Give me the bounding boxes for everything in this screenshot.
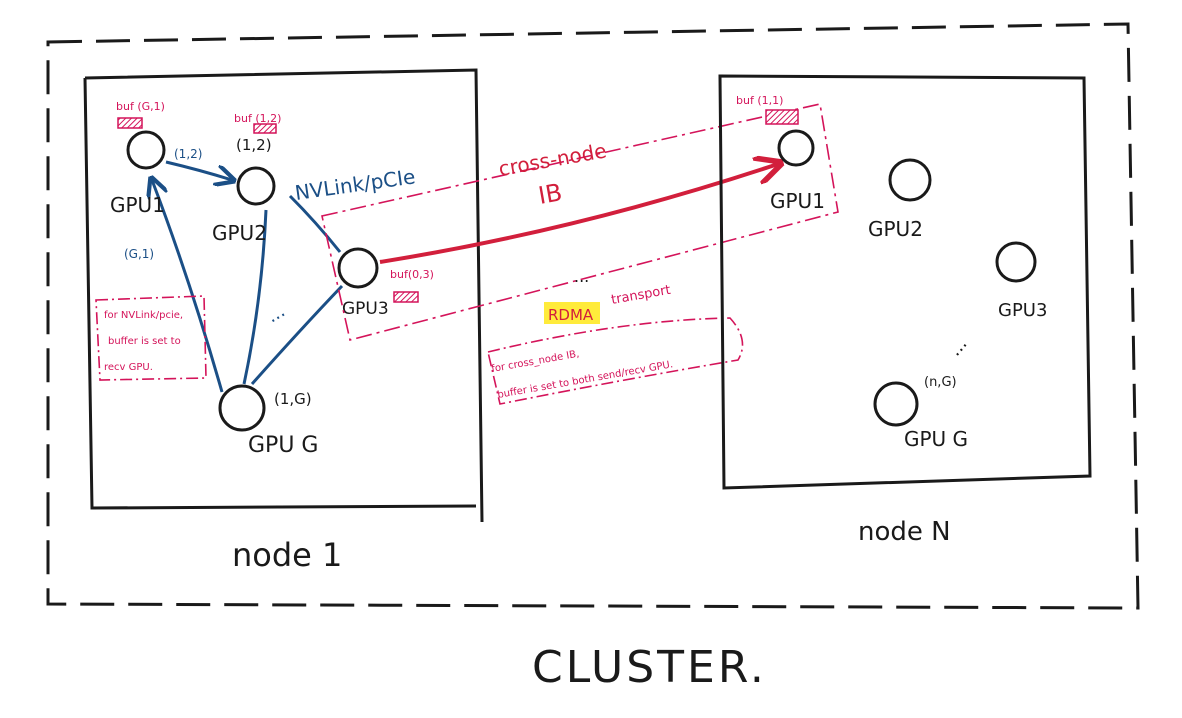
edge-label-g-1: (G,1) — [124, 247, 154, 261]
transport-label: transport — [610, 283, 672, 308]
node-1-gpu2-label: GPU2 — [212, 221, 267, 245]
node-n-gpug-label: GPU G — [904, 427, 968, 451]
node-1-gpug-label: GPU G — [248, 433, 318, 458]
rdma-label: RDMA — [548, 306, 594, 324]
edge-gpu2-gpu3 — [288, 194, 342, 253]
node-1-gpu3-buf-icon — [393, 291, 419, 303]
node-n-label: node N — [858, 517, 951, 547]
node-1-box — [83, 68, 484, 523]
node-1-gpug-coord: (1,G) — [274, 390, 312, 408]
ib-note-box — [487, 317, 744, 405]
node-1-gpu2-circle — [236, 166, 276, 206]
ib-arrow — [379, 164, 778, 264]
node-n-gpu3-label: GPU3 — [998, 300, 1047, 321]
node-1-gpu3-circle — [337, 247, 379, 289]
node-n-gpug-coord: (n,G) — [924, 375, 957, 390]
node-1-gpu1-buf-label: buf (G,1) — [116, 100, 165, 113]
node-1-gpu1-circle — [126, 130, 166, 170]
node-n-gpu2-label: GPU2 — [868, 217, 923, 241]
rdma-highlight — [544, 302, 600, 324]
edge-gpug-gpu3 — [250, 284, 344, 385]
edge-gpu1-gpu2 — [165, 160, 232, 180]
cross-node-region — [321, 103, 839, 341]
ib-label: IB — [536, 178, 564, 210]
node-1-gpu1-buf-icon — [117, 117, 143, 129]
node-n-gpu3-circle — [995, 241, 1037, 283]
node-n-gpu2-circle — [888, 158, 932, 202]
cluster-boundary — [46, 22, 1140, 610]
nvlink-note-box — [95, 295, 207, 381]
edge-ellipsis: ... — [263, 301, 288, 328]
edge-gpug-gpu1 — [152, 180, 224, 393]
ib-note-line-1: for cross_node IB, — [491, 349, 581, 375]
node-n-ellipsis: ... — [944, 334, 971, 361]
node-n-gpu1-circle — [777, 129, 815, 167]
node-1-gpu2-buf-label: buf (1,2) — [234, 112, 281, 125]
nvlink-note-line-2: buffer is set to — [108, 336, 181, 347]
nvlink-note-line-1: for NVLink/pcie, — [104, 310, 183, 321]
node-1-gpug-circle — [218, 384, 266, 432]
node-1: node 1 (1,2) (G,1) ... NVLink/pCIe buf (… — [83, 68, 484, 574]
node-1-gpu2-coord: (1,2) — [236, 136, 272, 154]
edge-label-1-2: (1,2) — [174, 147, 202, 161]
node-n-box — [718, 74, 1092, 490]
nvlink-note-line-3: recv GPU. — [104, 362, 153, 373]
node-n-gpu1-label: GPU1 — [770, 189, 825, 213]
cross-node-link: cross-node IB ... RDMA transport for cro… — [321, 103, 839, 405]
cross-node-title: cross-node — [497, 138, 608, 181]
node-1-gpu3-buf-label: buf(0,3) — [390, 268, 434, 281]
node-1-gpu1-label: GPU1 — [110, 193, 165, 217]
cross-node-ellipsis: ... — [574, 267, 589, 286]
node-1-gpu3-label: GPU3 — [342, 299, 389, 319]
cluster-label: CLUSTER. — [532, 642, 767, 693]
edge-gpug-gpu2 — [242, 209, 268, 385]
node-n-gpu1-buf-label: buf (1,1) — [736, 94, 783, 107]
node-n: node N buf (1,1) GPU1 GPU2 GPU3 ... (n,G… — [718, 74, 1092, 547]
node-1-gpu2-buf-icon — [253, 123, 277, 134]
node-1-label: node 1 — [232, 536, 342, 574]
node-n-gpu1-buf-icon — [765, 109, 799, 125]
link-label-nvlink: NVLink/pCIe — [293, 164, 416, 205]
node-n-gpug-circle — [873, 381, 919, 427]
